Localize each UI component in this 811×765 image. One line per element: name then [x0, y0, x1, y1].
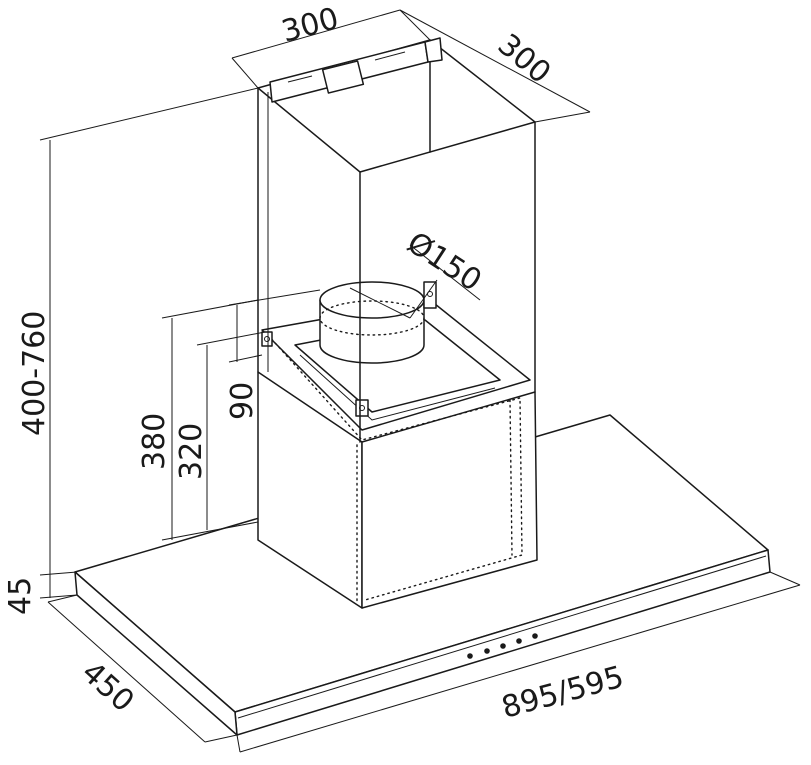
upper-chimney	[257, 37, 536, 443]
label-canopy-depth: 450	[75, 655, 141, 719]
control-buttons	[467, 633, 538, 659]
bracket-tab-left	[261, 331, 273, 347]
label-chimney-width: 300	[278, 1, 342, 50]
label-height-90: 90	[225, 382, 260, 420]
duct-collar-top	[319, 281, 425, 319]
mounting-bracket-side	[424, 37, 443, 63]
label-height-320: 320	[174, 423, 209, 480]
housing-right-face	[361, 391, 538, 609]
motor-box-dashed-outline	[267, 334, 523, 601]
control-button-5	[532, 633, 538, 639]
control-button-1	[467, 653, 473, 659]
label-canopy-thickness: 45	[3, 577, 38, 615]
mounting-bracket-lock	[321, 60, 365, 94]
control-button-3	[500, 643, 506, 649]
wall-mounting-bracket	[269, 37, 443, 103]
control-button-4	[516, 638, 522, 644]
control-button-2	[484, 648, 490, 654]
label-duct-diameter: Ø150	[401, 225, 488, 298]
canopy-rim-line	[237, 555, 767, 719]
label-chimney-height-range: 400-760	[17, 311, 52, 436]
bracket-tab-right	[355, 399, 369, 417]
dimension-lines	[39, 9, 801, 753]
label-chimney-depth: 300	[491, 27, 557, 91]
chimney-front-top-edge	[257, 87, 536, 173]
duct-flap-right	[423, 281, 437, 309]
label-height-380: 380	[137, 413, 172, 470]
duct-collar	[319, 281, 437, 364]
